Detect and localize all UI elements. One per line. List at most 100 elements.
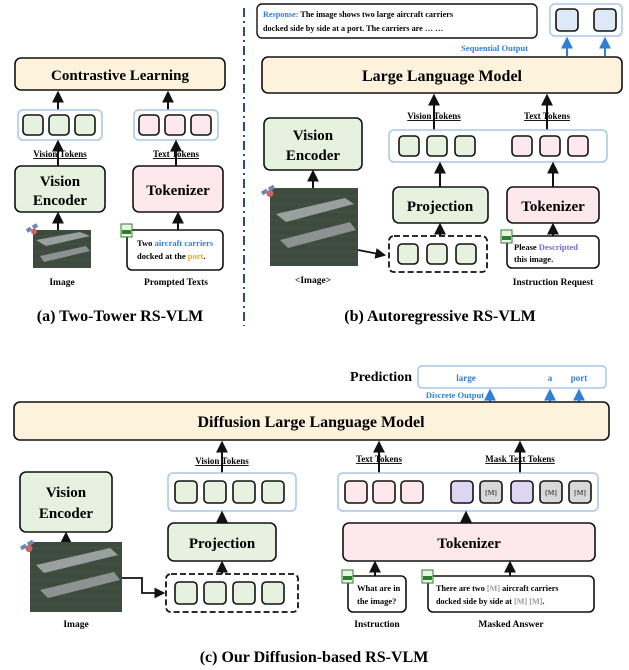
vision-token (426, 135, 448, 157)
satellite-image (270, 188, 358, 266)
instruction-label: Instruction (354, 620, 400, 630)
answer-token (450, 480, 474, 504)
vision-token (203, 581, 227, 605)
vision-token (261, 480, 285, 504)
prompt-text: Two aircraft carriers (137, 238, 214, 248)
text-token (539, 135, 561, 157)
tokenizer-label: Tokenizer (521, 199, 585, 215)
svg-text:this image.: this image. (514, 254, 553, 264)
vision-token (397, 243, 419, 265)
mask-token (479, 480, 503, 504)
vision-token (48, 114, 70, 136)
prediction-token: a (548, 373, 553, 383)
prediction-token: large (456, 373, 476, 383)
tokenizer-label: Tokenizer (146, 183, 210, 199)
response-box (256, 3, 538, 39)
vision-token (232, 581, 256, 605)
text-tokens-label: Text Tokens (524, 111, 570, 121)
satellite-image (33, 230, 91, 268)
svg-text:docked side by side at [M] [M]: docked side by side at [M] [M]. (436, 597, 545, 606)
dllm-box (13, 401, 610, 441)
masked-answer-text: There are two [M] aircraft carriers (436, 584, 559, 593)
text-token (511, 135, 533, 157)
vision-encoder-label: Vision (46, 485, 87, 501)
answer-token (510, 480, 534, 504)
vision-encoder-label: Vision (293, 128, 334, 144)
tokenizer-box (342, 522, 596, 562)
text-token (164, 114, 186, 136)
svg-text:the image?: the image? (357, 596, 396, 606)
vision-tokens-label: Vision Tokens (33, 149, 87, 159)
text-token (190, 114, 212, 136)
svg-text:Encoder: Encoder (39, 506, 94, 522)
satellite-image (30, 542, 122, 612)
document-icon (120, 223, 133, 238)
projection-label: Projection (189, 536, 256, 552)
output-token (555, 8, 579, 32)
output-token (593, 8, 617, 32)
projection-label: Projection (407, 199, 474, 215)
svg-text:docked side by side at a port.: docked side by side at a port. The carri… (263, 24, 443, 33)
vision-token (455, 243, 477, 265)
instruction-text: What are in (357, 583, 401, 593)
text-token (344, 480, 368, 504)
svg-text:[M]: [M] (485, 488, 497, 497)
text-token (372, 480, 396, 504)
text-tokens-label: Text Tokens (356, 454, 402, 464)
llm-label: Large Language Model (362, 68, 523, 85)
image-label: Image (49, 278, 74, 288)
vision-token (22, 114, 44, 136)
contrastive-learning-box (14, 57, 226, 91)
satellite-icon (19, 539, 35, 552)
vision-tokens-label: Vision Tokens (195, 456, 249, 466)
satellite-icon (25, 223, 39, 235)
response-text: Response: The image shows two large airc… (263, 10, 453, 19)
vision-token (174, 581, 198, 605)
text-token (400, 480, 424, 504)
prediction-strip (417, 365, 607, 389)
mask-token (539, 480, 563, 504)
vision-token (426, 243, 448, 265)
masked-answer-label: Masked Answer (478, 620, 544, 630)
vision-token (203, 480, 227, 504)
svg-text:Encoder: Encoder (286, 148, 341, 164)
prompted-texts-label: Prompted Texts (144, 278, 208, 288)
image-label: <Image> (295, 276, 331, 286)
sequential-output-label: Sequential Output (461, 43, 528, 53)
satellite-icon (260, 184, 276, 197)
vision-token (174, 480, 198, 504)
panel-a: Contrastive Learning Vision Tokens Text … (14, 57, 226, 325)
document-icon (500, 229, 513, 244)
instruction-request-box (506, 235, 600, 269)
vision-token (454, 135, 476, 157)
vision-token (261, 581, 285, 605)
caption-b: (b) Autoregressive RS-VLM (344, 308, 535, 325)
image-label: Image (63, 620, 88, 630)
instruction-request-label: Instruction Request (513, 278, 594, 288)
dllm-label: Diffusion Large Language Model (197, 414, 425, 431)
svg-text:Encoder: Encoder (33, 193, 88, 209)
vision-encoder-label: Vision (40, 174, 81, 190)
svg-text:[M]: [M] (545, 488, 557, 497)
panel-c: Prediction large a port Discrete Output … (13, 365, 610, 666)
mask-token (568, 480, 592, 504)
vision-encoder-box (19, 471, 113, 533)
document-icon (421, 569, 434, 584)
instruction-box (347, 575, 407, 613)
svg-text:[M]: [M] (574, 488, 586, 497)
instruction-text: Please Descripted (514, 242, 578, 252)
contrastive-learning-label: Contrastive Learning (51, 68, 189, 84)
discrete-output-label: Discrete Output (426, 390, 484, 400)
svg-text:docked at the port.: docked at the port. (137, 251, 205, 261)
mask-text-tokens-label: Mask Text Tokens (485, 454, 555, 464)
vision-token (398, 135, 420, 157)
text-token (138, 114, 160, 136)
document-icon (341, 569, 354, 584)
prediction-token: port (571, 373, 588, 383)
tokenizer-label: Tokenizer (437, 536, 501, 552)
text-token (567, 135, 589, 157)
prediction-label: Prediction (350, 370, 412, 385)
caption-c: (c) Our Diffusion-based RS-VLM (200, 649, 429, 666)
vision-tokens-label: Vision Tokens (407, 111, 461, 121)
vision-token (74, 114, 96, 136)
